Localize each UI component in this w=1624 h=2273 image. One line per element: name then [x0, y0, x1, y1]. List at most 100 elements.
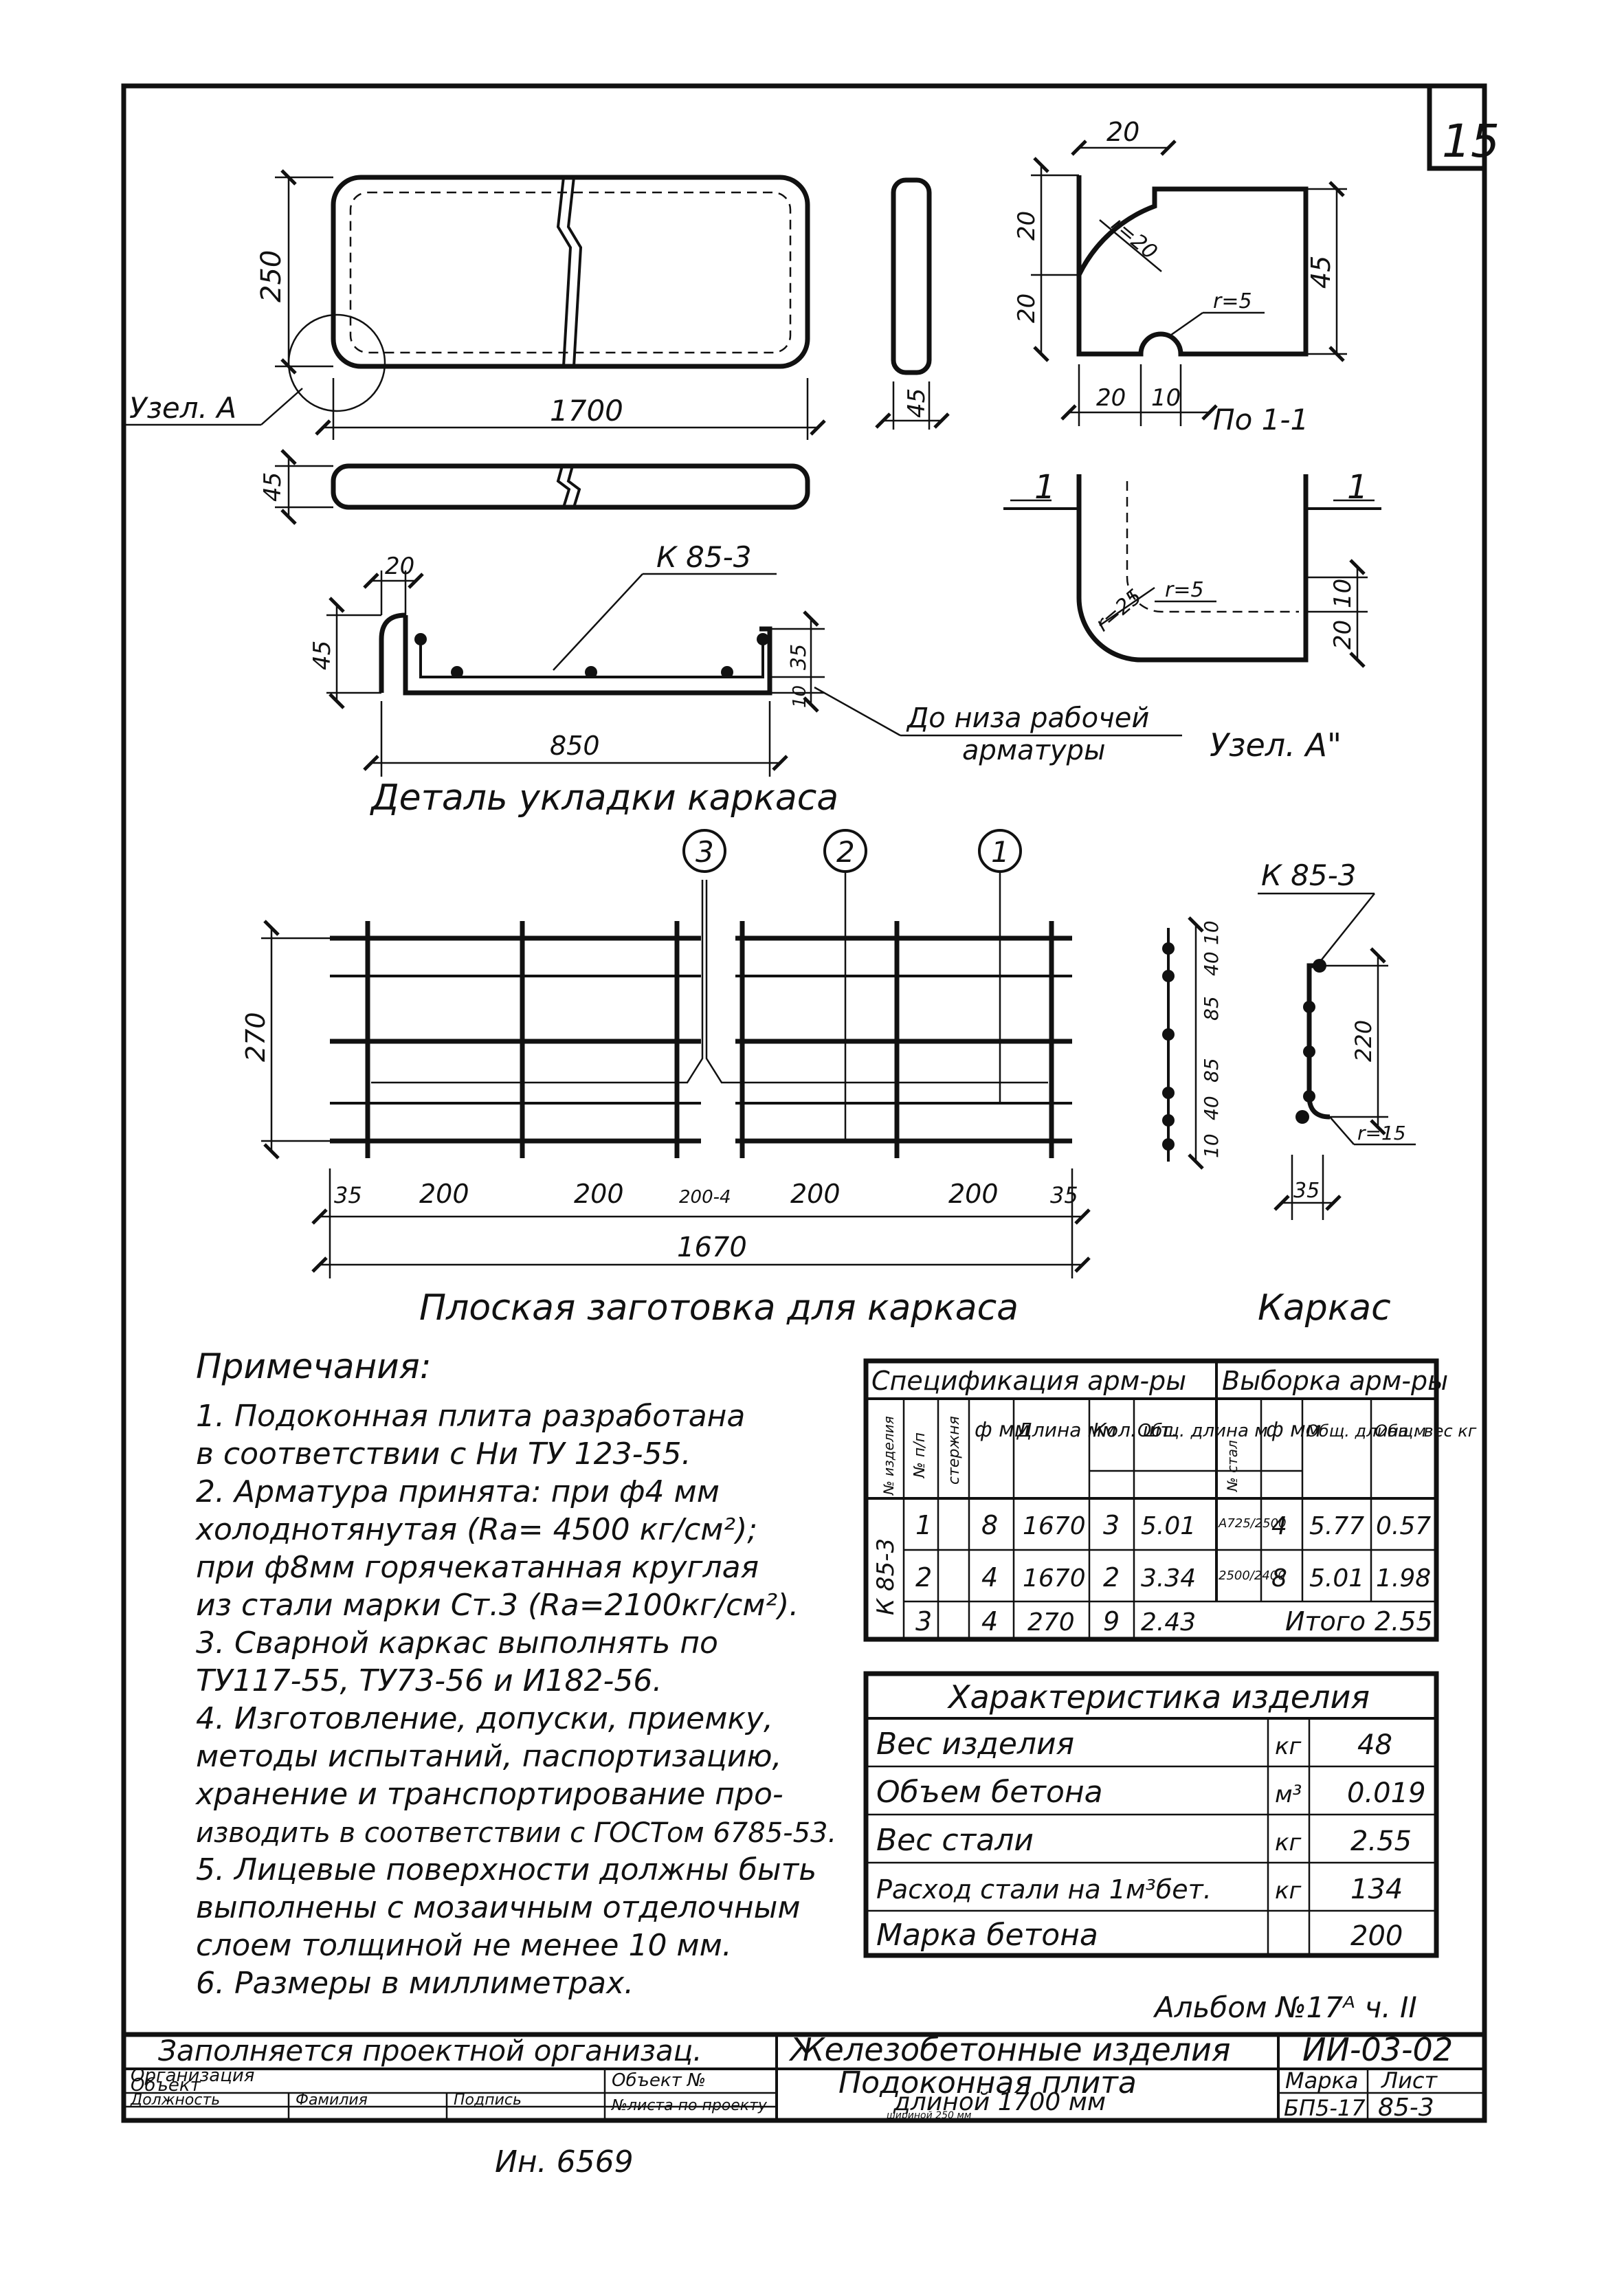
note-line-11: изводить в соответствии с ГОСТом 6785-53… — [196, 1817, 836, 1849]
note-line-4: при ф8мм горячекатанная круглая — [196, 1550, 759, 1585]
sheet-no-label: №листа по проекту — [611, 2097, 768, 2114]
note-line-2: 2. Арматура принята: при ф4 мм — [196, 1474, 720, 1509]
series-name: Железобетонные изделия — [788, 2031, 1231, 2068]
char-name-0: Вес изделия — [876, 1727, 1074, 1762]
detail-dim-20: 20 — [385, 553, 414, 580]
spacing-dim-6: 35 — [1050, 1182, 1078, 1208]
cage-title: Каркас — [1258, 1287, 1391, 1329]
note-line-15: 6. Размеры в миллиметрах. — [196, 1966, 634, 2001]
flat-blank-title: Плоская заготовка для каркаса — [419, 1287, 1019, 1329]
section-mark-right: 1 — [1347, 468, 1368, 507]
detail-title: Деталь укладки каркаса — [370, 777, 838, 819]
row3-len: 270 — [1027, 1608, 1075, 1637]
cage-section: 10 40 85 85 40 10 220 К 85-3 r=15 35 Кар… — [1162, 858, 1416, 1329]
hdr-element: № изделия — [880, 1416, 897, 1496]
hdr-len: Длина мм — [1016, 1419, 1117, 1441]
char-value-1: 0.019 — [1347, 1777, 1426, 1809]
signature-label: Подпись — [454, 2092, 522, 2109]
note-line-5: из стали марки Ст.3 (Ra=2100кг/см²). — [196, 1588, 799, 1623]
char-value-0: 48 — [1357, 1729, 1392, 1761]
spacing-dim-2: 200 — [574, 1179, 624, 1209]
node-a-label: Узел. А — [129, 391, 236, 425]
spacing-dim-1: 200 — [419, 1179, 469, 1209]
node-dim-20a: 20 — [1013, 211, 1041, 241]
section-dim-20: 20 — [1329, 620, 1357, 650]
hdr-sel-len: Общ. длина м — [1306, 1421, 1426, 1441]
sel1-len: 5.77 — [1309, 1512, 1364, 1540]
cage-left-dim-4: 40 — [1200, 1096, 1223, 1120]
char-unit-1: м³ — [1275, 1781, 1302, 1808]
detail-note-line1: До низа рабочей — [906, 702, 1149, 734]
hdr-no: № п/п — [911, 1432, 928, 1478]
node-top-dim: 20 — [1106, 117, 1139, 147]
cage-callout-label: К 85-3 — [656, 540, 752, 574]
position-2: 2 — [836, 835, 855, 869]
mark-label: Марка — [1285, 2067, 1358, 2094]
slab-elevation: 250 Узел. А 1700 — [124, 169, 826, 440]
char-unit-0: кг — [1275, 1733, 1302, 1760]
char-unit-2: кг — [1275, 1829, 1302, 1856]
detail-dim-35: 35 — [787, 644, 811, 670]
cage-left-dim-2: 85 — [1200, 996, 1223, 1021]
total-label: Итого — [1285, 1606, 1366, 1637]
row2-len: 1670 — [1023, 1564, 1086, 1593]
section-dim-10: 10 — [1329, 579, 1357, 608]
node-dim-20b: 20 — [1013, 293, 1041, 323]
hdr-total: Общ. длина м — [1137, 1421, 1268, 1441]
page-number: 15 — [1442, 115, 1500, 168]
product-name-2: длиной 1700 мм — [893, 2088, 1106, 2116]
cage-dim-35: 35 — [1293, 1179, 1320, 1203]
row3-qty: 9 — [1103, 1606, 1120, 1637]
row1-n: 1 — [915, 1510, 932, 1540]
detail-dim-10: 10 — [790, 685, 810, 708]
sel2-weight: 1.98 — [1376, 1564, 1431, 1593]
char-name-2: Вес стали — [876, 1823, 1034, 1858]
hdr-dia: ф мм — [975, 1418, 1030, 1442]
slab-side-view: 45 — [875, 177, 950, 430]
cage-dim-220: 220 — [1350, 1020, 1377, 1062]
detail-dim-45: 45 — [309, 641, 336, 670]
spacing-dim-3: 200-4 — [679, 1187, 731, 1208]
node-a-top: 20 20 20 r=20 r=5 45 20 10 По 1-1 — [1013, 117, 1347, 436]
sel2-steel: 2500/2400 — [1219, 1568, 1286, 1583]
series-code: ИИ-03-02 — [1302, 2031, 1453, 2068]
char-unit-3: кг — [1275, 1877, 1302, 1905]
spacing-dim-line: 35 200 200 200-4 200 200 35 — [311, 1168, 1091, 1278]
notes-heading: Примечания: — [196, 1346, 432, 1386]
total-value: 2.55 — [1375, 1606, 1433, 1637]
sel1-d: 4 — [1271, 1512, 1287, 1540]
spacing-dim-5: 200 — [948, 1179, 999, 1209]
cage-left-dim-3: 85 — [1200, 1058, 1223, 1083]
spacing-dim-4: 200 — [790, 1179, 841, 1209]
cage-left-dim-0: 10 — [1200, 920, 1223, 945]
sel1-steel: А725/2500 — [1218, 1516, 1287, 1531]
blank-height-dim: 270 — [241, 1012, 271, 1062]
hdr-sel-dia: ф мм — [1266, 1418, 1321, 1442]
elev-height-dim: 250 — [256, 250, 287, 302]
section-r5: r=5 — [1165, 578, 1204, 602]
hdr-bar: стержня — [946, 1416, 963, 1485]
title-block: Альбом №17ᴬ ч. II Заполняется проектной … — [124, 1991, 1484, 2122]
org-label: Организация — [131, 2065, 254, 2086]
node-r20: r=20 — [1106, 212, 1161, 264]
char-name-3: Расход стали на 1м³бет. — [876, 1874, 1212, 1905]
note-line-6: 3. Сварной каркас выполнять по — [196, 1626, 718, 1661]
cage-dim-r15: r=15 — [1357, 1122, 1406, 1144]
note-line-3: холоднотянутая (Ra= 4500 кг/см²); — [194, 1512, 757, 1547]
position-1: 1 — [991, 835, 1010, 869]
node-bottom-dim-20: 20 — [1096, 384, 1126, 412]
note-line-12: 5. Лицевые поверхности должны быть — [196, 1852, 816, 1887]
char-name-4: Марка бетона — [876, 1918, 1098, 1953]
char-value-3: 134 — [1350, 1874, 1403, 1905]
cage-left-dim-5: 10 — [1200, 1133, 1223, 1158]
row3-total: 2.43 — [1141, 1608, 1196, 1637]
transverse-bars — [365, 921, 1054, 1158]
product-name-1: Подоконная плита — [838, 2065, 1137, 2100]
position-callouts: 3 2 1 — [682, 829, 1022, 1141]
sel2-d: 8 — [1271, 1564, 1287, 1593]
row2-qty: 2 — [1103, 1562, 1120, 1593]
sheet-value: 85-3 — [1378, 2094, 1434, 2122]
detail-dim-850: 850 — [550, 731, 600, 761]
note-line-8: 4. Изготовление, допуски, приемку, — [196, 1701, 773, 1736]
